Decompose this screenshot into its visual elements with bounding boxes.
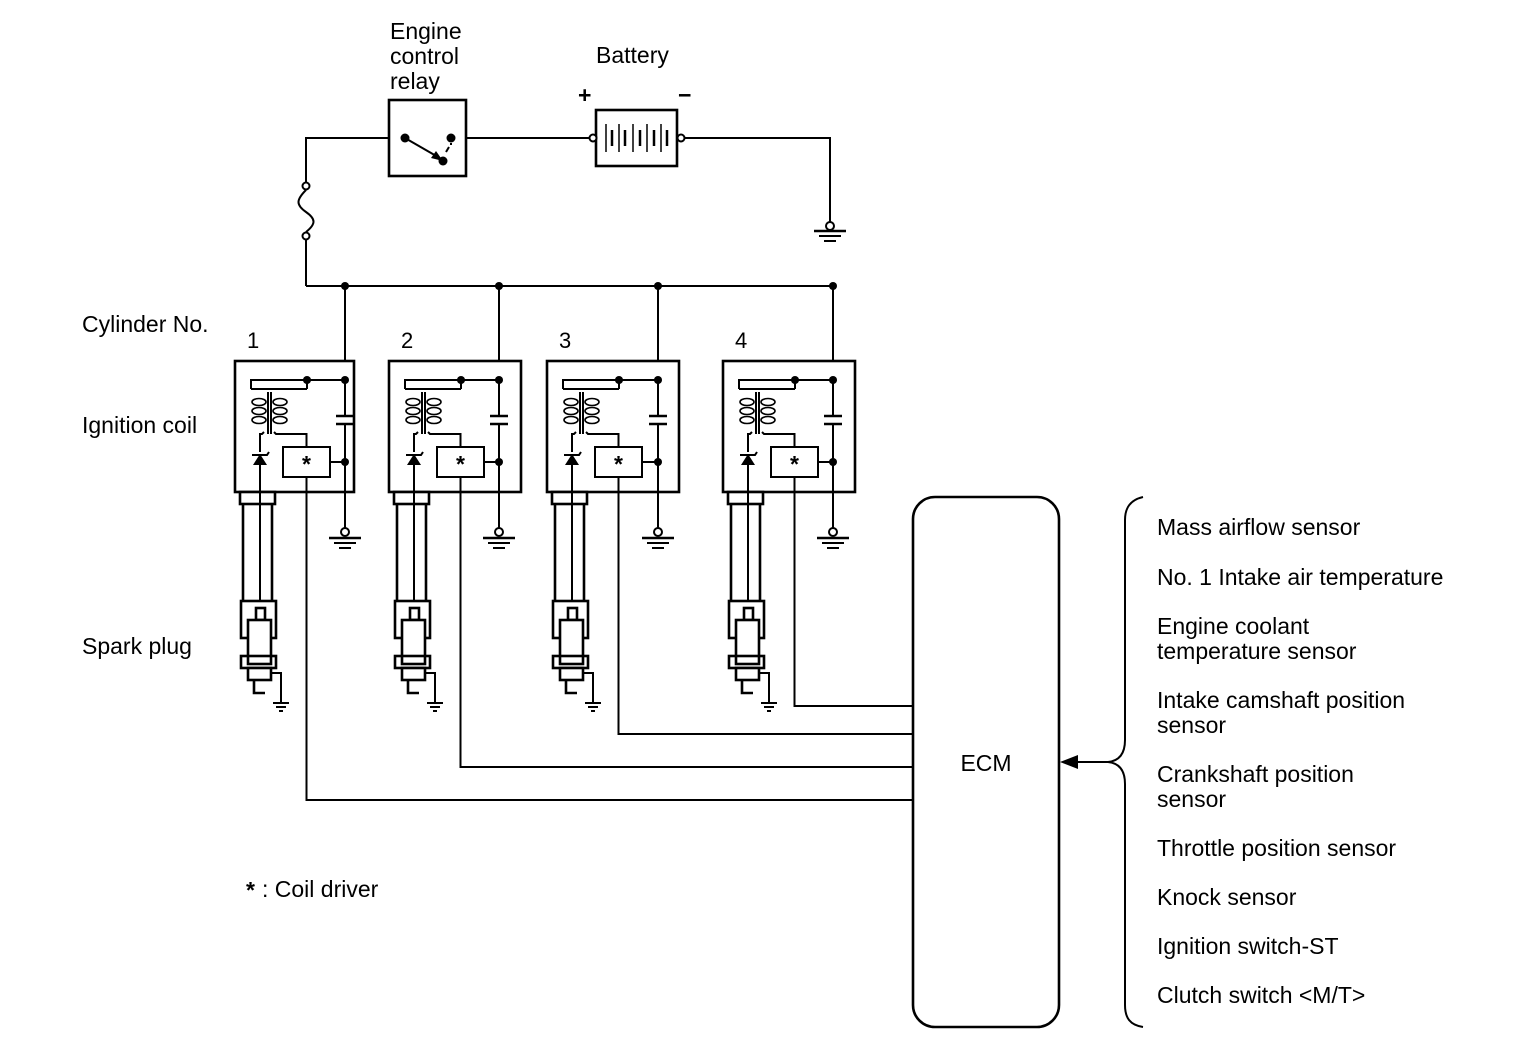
ignition-coil: * [545,359,681,494]
sensor-label: sensor [1157,786,1226,812]
sensor-item: Knock sensor [1157,884,1297,910]
sensor-input-brace [1060,496,1144,1028]
diode-icon [564,451,582,492]
sensor-label: Clutch switch <M/T> [1157,982,1365,1008]
high-tension-lead [550,490,589,608]
diode-icon [406,451,424,492]
ignition-signal-wire [617,477,913,735]
sensor-item: Mass airflow sensor [1157,514,1361,540]
diode-icon [740,451,758,492]
battery-plus-sign: + [578,82,591,108]
ignition-signal-wire [793,477,913,707]
transformer-icon [563,392,600,434]
ignition-coil: * [721,359,857,494]
cylinder-4: 4* [721,282,913,712]
cylinder-number: 1 [247,328,259,353]
high-tension-lead [726,490,765,608]
battery-minus-sign: − [678,82,691,108]
ecm-input-arrow-icon [1060,755,1078,769]
ecm-unit: ECM [911,495,1061,1029]
diode-icon [252,451,270,492]
cylinder-number: 2 [401,328,413,353]
battery-ground-icon [814,221,846,242]
sensor-label: No. 1 Intake air temperature [1157,564,1443,590]
coil-driver: * [282,446,349,478]
spark-plug-icon [239,599,289,712]
cylinder-no-label: Cylinder No. [82,311,209,337]
coil-driver: * [436,446,503,478]
ecm-label: ECM [960,750,1011,776]
legend: * : Coil driver [246,876,379,903]
sensor-label: Crankshaft position [1157,761,1354,787]
fuse-icon [297,181,315,286]
high-tension-lead [392,490,431,608]
legend-symbol: * [246,877,255,903]
sensor-item: Clutch switch <M/T> [1157,982,1365,1008]
coil-driver-symbol: * [456,451,465,477]
spark-plug-icon [551,599,601,712]
sensor-label: Throttle position sensor [1157,835,1396,861]
cylinder-3: 3* [545,282,913,735]
cylinder-1: 1* [233,282,913,801]
battery-label: Battery [596,42,669,68]
ground-icon [329,527,361,549]
ignition-coil: * [387,359,523,494]
coil-driver: * [770,446,837,478]
capacitor-icon [490,380,508,492]
ground-icon [483,527,515,549]
relay-arrow-icon [431,151,443,161]
relay-label-line-1: Engine [390,18,462,44]
sensor-item: No. 1 Intake air temperature [1157,564,1443,590]
coil-driver: * [594,446,662,478]
sensor-label: Knock sensor [1157,884,1297,910]
high-tension-lead [238,490,277,608]
sensor-label: Ignition switch-ST [1157,933,1339,959]
relay-label-line-3: relay [390,68,440,94]
spark-plug-icon [727,599,777,712]
sensor-item: Throttle position sensor [1157,835,1396,861]
coil-driver-symbol: * [614,451,623,477]
cylinder-group: 1*2*3*4* [233,282,913,801]
ignition-coil: * [233,359,356,494]
sensor-item: Ignition switch-ST [1157,933,1339,959]
sensor-label: Mass airflow sensor [1157,514,1361,540]
spark-plug-label: Spark plug [82,633,192,659]
sensor-label: Intake camshaft position [1157,687,1405,713]
coil-driver-symbol: * [790,451,799,477]
cylinder-number: 3 [559,328,571,353]
sensor-label: temperature sensor [1157,638,1357,664]
transformer-icon [739,392,776,434]
spark-plug-icon [393,599,443,712]
ignition-signal-wire [459,477,913,768]
sensor-label: sensor [1157,712,1226,738]
relay-label-line-2: control [390,43,459,69]
transformer-icon [405,392,442,434]
power-supply-circuit: Engine control relay Battery + − [297,18,846,287]
coil-driver-symbol: * [302,451,311,477]
battery-icon [588,108,686,168]
ground-icon [642,527,674,549]
sensor-label: Engine coolant [1157,613,1310,639]
transformer-icon [251,392,288,434]
ignition-signal-wire [305,477,913,801]
cylinder-number: 4 [735,328,747,353]
engine-control-relay [387,98,468,178]
cylinder-2: 2* [387,282,913,768]
legend-text: : Coil driver [262,876,379,902]
ground-icon [817,527,849,549]
ignition-coil-label: Ignition coil [82,412,197,438]
